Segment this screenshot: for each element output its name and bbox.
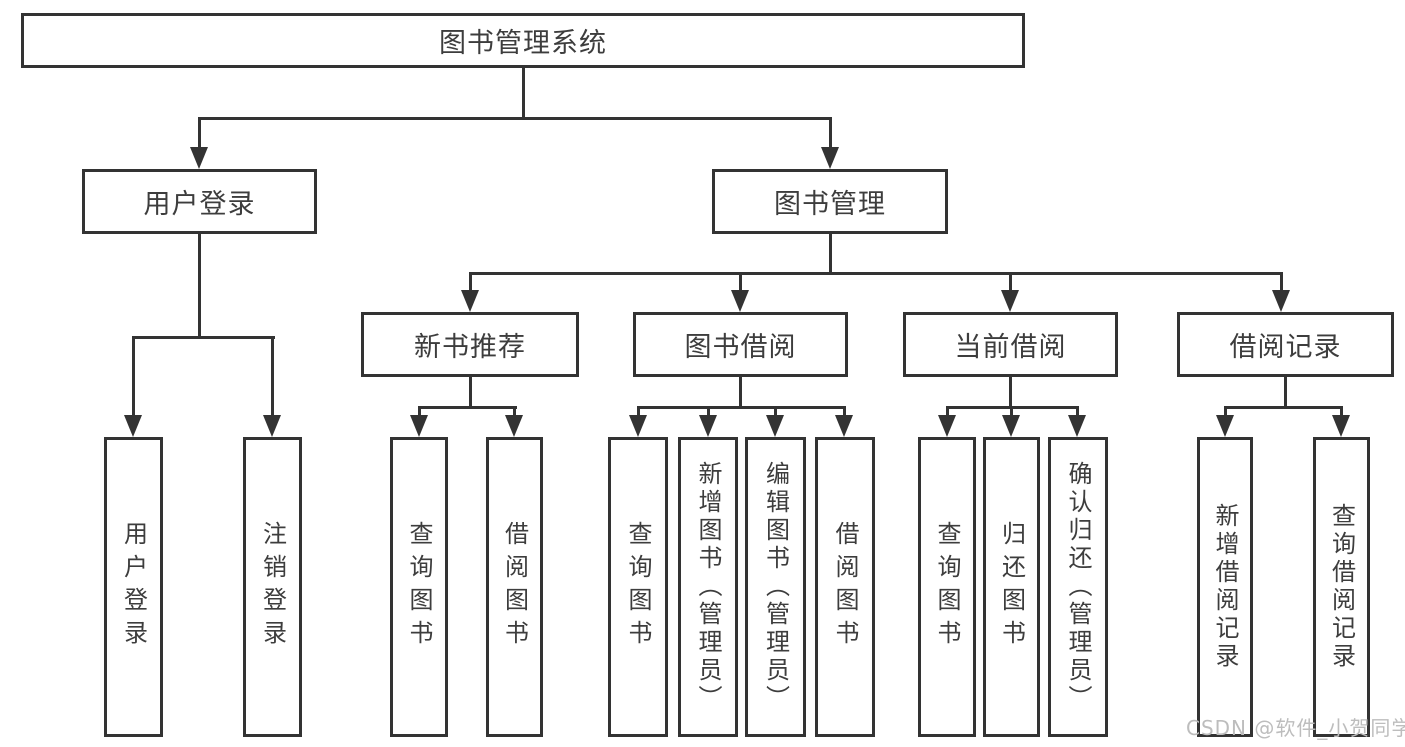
arrow-down-icon [124,415,142,437]
leaf-user-login: 用户登录 [104,437,163,737]
arrow-down-icon [190,147,208,169]
node-label: 新增图书（管理员） [694,461,722,713]
node-label: 编辑图书（管理员） [761,461,790,713]
arrow-down-icon [766,415,784,437]
arrow-down-icon [1001,290,1019,312]
leaf-borrow-books-recommend: 借阅图书 [486,437,543,737]
node-label: 用户登录 [143,189,256,220]
connector-line [829,117,832,150]
arrow-down-icon [1272,290,1290,312]
connector-line [198,233,201,338]
connector-line [418,406,421,418]
leaf-logout: 注销登录 [243,437,302,737]
node-current-borrowing: 当前借阅 [903,312,1118,377]
node-book-borrowing: 图书借阅 [633,312,848,377]
node-library-system: 图书管理系统 [21,13,1025,68]
node-label: 注销登录 [258,521,287,653]
connector-line [1224,406,1343,409]
connector-line [774,406,777,418]
node-label: 查询图书 [405,521,433,653]
connector-line [637,406,846,409]
connector-line [946,406,949,418]
node-label: 图书借阅 [684,332,797,363]
connector-line [829,233,832,275]
connector-line [1009,272,1012,294]
node-label: 确认归还（管理员） [1064,461,1092,713]
node-label: 当前借阅 [954,332,1067,363]
node-label: 查询借阅记录 [1327,503,1356,671]
node-label: 用户登录 [119,521,148,653]
node-label: 新书推荐 [414,332,526,363]
node-label: 查询图书 [624,521,652,653]
connector-line [132,336,275,339]
arrow-down-icon [835,415,853,437]
arrow-down-icon [410,415,428,437]
leaf-query-books-borrowing: 查询图书 [608,437,668,737]
node-label: 查询图书 [933,521,961,653]
arrow-down-icon [731,290,749,312]
arrow-down-icon [629,415,647,437]
connector-line [1076,406,1079,418]
connector-line [513,406,516,418]
connector-line [707,406,710,418]
node-label: 新增借阅记录 [1211,503,1239,671]
node-borrowing-records: 借阅记录 [1177,312,1394,377]
arrow-down-icon [505,415,523,437]
node-label: 借阅记录 [1229,332,1342,363]
arrow-down-icon [938,415,956,437]
connector-line [739,272,742,294]
leaf-query-books-recommend: 查询图书 [390,437,448,737]
connector-line [522,68,525,118]
leaf-return-books: 归还图书 [983,437,1040,737]
connector-line [1284,376,1287,408]
connector-line [469,376,472,408]
node-label: 图书管理系统 [439,28,607,59]
arrow-down-icon [263,415,281,437]
connector-line [418,406,517,409]
connector-line [843,406,846,418]
arrow-down-icon [1332,415,1350,437]
arrow-down-icon [699,415,717,437]
connector-line [1280,272,1283,294]
leaf-borrow-books-borrowing: 借阅图书 [815,437,875,737]
arrow-down-icon [1002,415,1020,437]
leaf-query-books-current: 查询图书 [918,437,976,737]
node-new-book-recommend: 新书推荐 [361,312,579,377]
connector-line [132,336,135,417]
connector-line [1009,376,1012,408]
connector-line [739,376,742,408]
connector-line [469,272,472,294]
leaf-add-book-admin: 新增图书（管理员） [678,437,738,737]
connector-line [198,117,201,150]
node-book-management: 图书管理 [712,169,948,234]
connector-line [637,406,640,418]
node-label: 借阅图书 [831,521,859,653]
connector-line [469,272,1283,275]
node-label: 借阅图书 [500,521,529,653]
arrow-down-icon [1216,415,1234,437]
connector-line [1010,406,1013,418]
node-user-login: 用户登录 [82,169,317,234]
connector-line [271,336,274,417]
arrow-down-icon [461,290,479,312]
arrow-down-icon [821,147,839,169]
connector-line [1340,406,1343,418]
connector-line [1224,406,1227,418]
arrow-down-icon [1068,415,1086,437]
leaf-query-borrow-record: 查询借阅记录 [1313,437,1370,737]
leaf-edit-book-admin: 编辑图书（管理员） [745,437,806,737]
leaf-confirm-return-admin: 确认归还（管理员） [1048,437,1108,737]
leaf-add-borrow-record: 新增借阅记录 [1197,437,1253,737]
connector-line [198,117,832,120]
node-label: 归还图书 [997,521,1026,653]
node-label: 图书管理 [774,189,886,220]
